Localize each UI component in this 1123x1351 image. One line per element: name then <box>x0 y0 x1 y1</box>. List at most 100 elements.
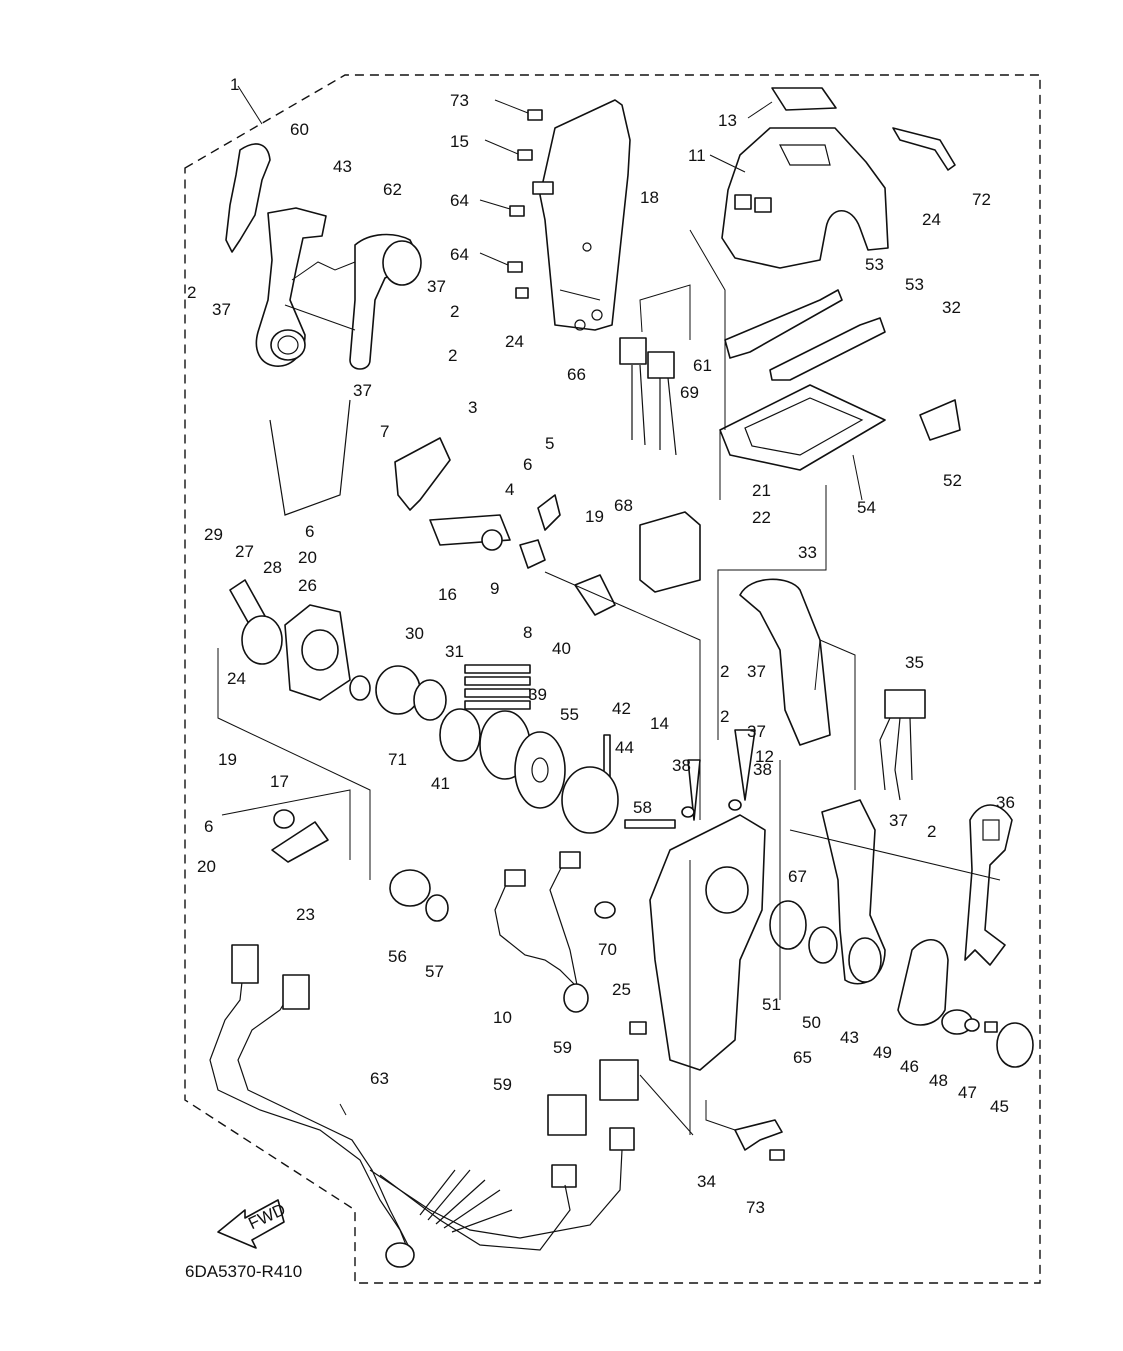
mounting-plate <box>532 99 631 331</box>
shift-mechanism <box>269 399 616 616</box>
sleeve-68 <box>639 511 701 593</box>
callout: 13 <box>718 111 737 130</box>
callout: 47 <box>958 1083 977 1102</box>
bracket-34 <box>734 1119 783 1151</box>
leader-lines <box>217 85 1001 1136</box>
gear-44 <box>561 766 619 834</box>
callout: 37 <box>889 811 908 830</box>
callout: 15 <box>450 132 469 151</box>
callout: 65 <box>793 1048 812 1067</box>
callout: 6 <box>523 455 532 474</box>
callout: 49 <box>873 1043 892 1062</box>
callout: 48 <box>929 1071 948 1090</box>
callout: 72 <box>972 190 991 209</box>
callout: 2 <box>187 283 196 302</box>
callout: 35 <box>905 653 924 672</box>
callout: 37 <box>427 277 446 296</box>
lever-assembly-left <box>225 143 422 370</box>
callout: 20 <box>197 857 216 876</box>
callout: 56 <box>388 947 407 966</box>
callout: 51 <box>762 995 781 1014</box>
callout: 52 <box>943 471 962 490</box>
knob-49 <box>897 938 949 1026</box>
cap-45 <box>996 1022 1034 1068</box>
callout: 46 <box>900 1057 919 1076</box>
callout: 39 <box>528 685 547 704</box>
callout: 57 <box>425 962 444 981</box>
callout: 28 <box>263 558 282 577</box>
callout: 40 <box>552 639 571 658</box>
fwd-arrow: FWD <box>217 1199 288 1249</box>
callout: 68 <box>614 496 633 515</box>
relay-59b <box>599 1059 639 1101</box>
callout: 24 <box>922 210 941 229</box>
callout: 5 <box>545 434 554 453</box>
callout: 34 <box>697 1172 716 1191</box>
callout: 61 <box>693 356 712 375</box>
callout: 1 <box>230 75 239 94</box>
wire-harness-63 <box>209 944 623 1268</box>
callout: 42 <box>612 699 631 718</box>
callout: 26 <box>298 576 317 595</box>
callout: 18 <box>640 188 659 207</box>
callout: 36 <box>996 793 1015 812</box>
callout: 4 <box>505 480 514 499</box>
callout: 27 <box>235 542 254 561</box>
callout: 8 <box>523 623 532 642</box>
callout: 24 <box>227 669 246 688</box>
callout: 19 <box>585 507 604 526</box>
callout: 41 <box>431 774 450 793</box>
callout: 9 <box>490 579 499 598</box>
callout: 22 <box>752 508 771 527</box>
ring-51 <box>769 900 807 950</box>
switch-harness <box>619 337 677 456</box>
connector-56 <box>389 869 431 907</box>
relay-59a <box>547 1094 587 1136</box>
callout: 17 <box>270 772 289 791</box>
callout-labels: 1 60 43 62 2 37 37 2 2 37 73 15 64 64 24… <box>187 75 1015 1217</box>
callout: 38 <box>753 760 772 779</box>
callout: 45 <box>990 1097 1009 1116</box>
ring-50 <box>808 926 838 964</box>
switch-35 <box>879 689 926 801</box>
callout: 66 <box>567 365 586 384</box>
callout: 53 <box>905 275 924 294</box>
callout: 24 <box>505 332 524 351</box>
control-cover <box>721 87 889 269</box>
callout: 73 <box>746 1198 765 1217</box>
callout: 37 <box>747 722 766 741</box>
callout: 20 <box>298 548 317 567</box>
callout: 44 <box>615 738 634 757</box>
callout: 53 <box>865 255 884 274</box>
callout: 21 <box>752 481 771 500</box>
bracket-52 <box>919 399 961 441</box>
callout: 25 <box>612 980 631 999</box>
callout: 43 <box>840 1028 859 1047</box>
callout: 33 <box>798 543 817 562</box>
assembly-boundary <box>184 74 1041 1284</box>
diagram-code: 6DA5370-R410 <box>185 1262 302 1281</box>
callout: 32 <box>942 298 961 317</box>
callout: 58 <box>633 798 652 817</box>
lever-assembly-right <box>739 578 1013 985</box>
clip-72 <box>892 127 956 171</box>
callout: 23 <box>296 905 315 924</box>
plate-group-26 <box>229 579 481 762</box>
rails-53 <box>724 289 886 381</box>
callout: 31 <box>445 642 464 661</box>
callout: 37 <box>212 300 231 319</box>
callout: 64 <box>450 245 469 264</box>
gasket-54 <box>719 384 886 471</box>
callout: 59 <box>493 1075 512 1094</box>
plate-23 <box>271 821 329 863</box>
screw-47 <box>984 1021 998 1033</box>
callout: 43 <box>333 157 352 176</box>
callout: 3 <box>468 398 477 417</box>
callout: 6 <box>204 817 213 836</box>
callout: 29 <box>204 525 223 544</box>
callout: 16 <box>438 585 457 604</box>
callout: 63 <box>370 1069 389 1088</box>
washer-55 <box>514 731 566 809</box>
callout: 64 <box>450 191 469 210</box>
